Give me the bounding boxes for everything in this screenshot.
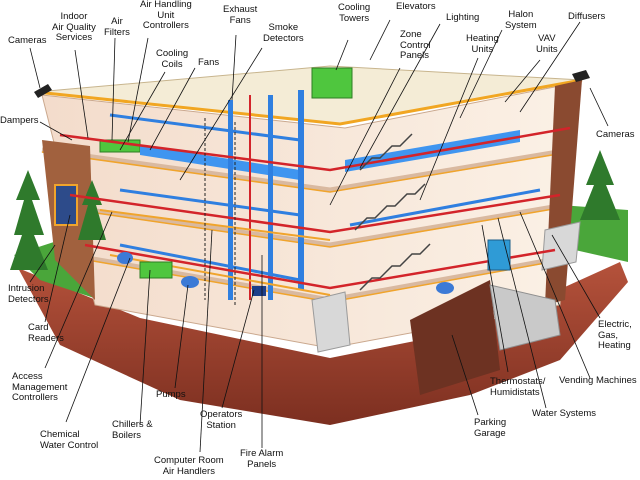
label-heating-units: Heating Units: [466, 33, 499, 55]
duct-mid: [119, 188, 301, 217]
window: [54, 184, 78, 226]
pump-unit: [181, 276, 199, 288]
parking-garage-structure: [410, 280, 500, 395]
water-system-unit: [487, 239, 511, 271]
garage-stairs: [489, 284, 561, 351]
label-zone-control-panels: Zone Control Panels: [400, 29, 431, 61]
tree-right: [580, 150, 620, 220]
cooling-tower-unit: [311, 67, 353, 99]
label-vending-machines: Vending Machines: [559, 375, 637, 386]
pipe-low: [84, 243, 556, 290]
floor-slab-2-edge: [54, 206, 566, 248]
label-dampers: Dampers: [0, 115, 39, 126]
label-indoor-air-quality: Indoor Air Quality Services: [52, 11, 96, 43]
duct-right-mid: [349, 188, 541, 227]
elevator-shaft: [204, 118, 236, 305]
label-diffusers: Diffusers: [568, 11, 606, 22]
floor-slab-3: [41, 147, 571, 193]
duct-vertical-3: [228, 100, 233, 300]
label-thermostats-humidistats: Thermostats/ Humidistats: [490, 376, 546, 398]
ground: [18, 262, 628, 425]
label-computer-room-air-handlers: Computer Room Air Handlers: [154, 455, 224, 477]
roof-edge: [35, 78, 583, 126]
label-cooling-towers: Cooling Towers: [338, 2, 371, 24]
label-card-readers: Card Readers: [28, 322, 64, 344]
label-fire-alarm-panels: Fire Alarm Panels: [240, 448, 284, 470]
conduit-1: [99, 209, 331, 241]
label-cameras-right: Cameras: [596, 129, 635, 140]
label-chemical-water-control: Chemical Water Control: [40, 429, 99, 451]
label-air-handling-unit: Air Handling Unit Controllers: [140, 0, 192, 31]
pipe-top: [59, 126, 571, 172]
label-chillers-boilers: Chillers & Boilers: [112, 419, 153, 441]
camera-right-icon: [572, 70, 590, 82]
chiller-unit: [139, 261, 173, 279]
label-fans: Fans: [198, 57, 220, 68]
operators-station-desk: [252, 286, 266, 296]
label-parking-garage: Parking Garage: [474, 417, 507, 439]
label-vav-units: VAV Units: [536, 33, 558, 55]
duct-vertical-1: [298, 90, 304, 290]
label-intrusion-detectors: Intrusion Detectors: [8, 283, 49, 305]
pipe-mid: [69, 193, 561, 234]
floor-slab-3-edge: [41, 151, 571, 193]
duct-left: [109, 113, 301, 142]
label-exhaust-fans: Exhaust Fans: [223, 4, 258, 26]
label-cooling-coils: Cooling Coils: [156, 48, 189, 70]
label-pumps: Pumps: [156, 389, 186, 400]
pump-unit-3: [436, 282, 454, 294]
floor-slab-2: [54, 202, 566, 248]
label-air-filters: Air Filters: [104, 16, 130, 38]
label-halon-system: Halon System: [505, 9, 537, 31]
pump-unit-2: [117, 252, 133, 264]
tree-left: [10, 170, 48, 270]
duct-vertical-2: [268, 95, 273, 300]
camera-left-icon: [34, 84, 52, 98]
label-lighting: Lighting: [446, 12, 480, 23]
tree-left-2: [78, 180, 106, 240]
duct-top-floor: [140, 145, 300, 180]
leader-lines: [29, 19, 609, 453]
label-elevators: Elevators: [396, 1, 436, 12]
stone-block-left: [311, 291, 351, 353]
label-smoke-detectors: Smoke Detectors: [263, 22, 304, 44]
label-water-systems: Water Systems: [532, 408, 597, 419]
stairway: [354, 133, 431, 291]
label-electric-gas-heating: Electric, Gas, Heating: [598, 319, 632, 351]
label-operators-station: Operators Station: [200, 409, 243, 431]
label-access-management: Access Management Controllers: [12, 371, 68, 403]
label-cameras-left: Cameras: [8, 35, 47, 46]
stone-block-right: [541, 221, 581, 271]
